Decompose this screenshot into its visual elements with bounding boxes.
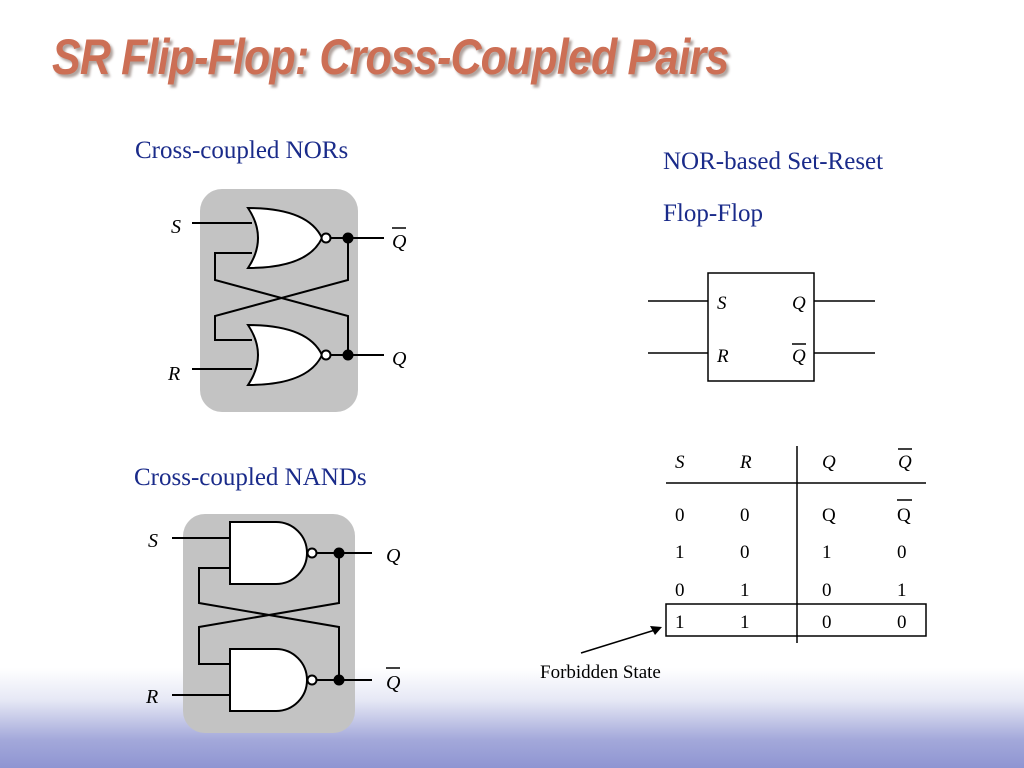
nand-label-s: S xyxy=(148,530,158,552)
forbidden-arrow-head xyxy=(650,626,662,635)
sr-block xyxy=(648,272,875,382)
nand-label-qbar: Q xyxy=(386,672,401,694)
slide-title: SR Flip-Flop: Cross-Coupled Pairs xyxy=(52,29,729,85)
nor-bubble-top xyxy=(320,232,332,244)
block-heading-line1: NOR-based Set-Reset xyxy=(663,148,884,175)
forbidden-arrow-line xyxy=(580,629,656,654)
nor-label-r: R xyxy=(167,363,180,385)
nor-junction-bottom xyxy=(342,349,354,361)
tt-header-qbar: Q xyxy=(898,452,912,473)
forbidden-row-box xyxy=(665,603,927,637)
tt-cell: 1 xyxy=(675,612,685,633)
sr-block-pin-q: Q xyxy=(792,293,806,314)
nor-gate-top xyxy=(246,206,324,270)
nand-junction-top xyxy=(333,547,345,559)
tt-cell: 0 xyxy=(897,542,907,563)
sr-block-pin-r: R xyxy=(716,346,729,367)
tt-cell: 1 xyxy=(740,580,750,601)
tt-cell: 1 xyxy=(740,612,750,633)
tt-cell: Q xyxy=(822,505,836,526)
nor-label-q: Q xyxy=(392,348,407,370)
nor-junction-top xyxy=(342,232,354,244)
nor-feedback-top-to-bottom xyxy=(214,238,349,341)
nor-heading: Cross-coupled NORs xyxy=(135,137,349,164)
tt-cell: Q xyxy=(897,505,911,526)
nor-gate-bottom xyxy=(246,323,324,387)
tt-cell: 0 xyxy=(822,580,832,601)
tt-cell: 1 xyxy=(897,580,907,601)
sr-block-pin-qbar: Q xyxy=(792,346,806,367)
nand-label-q: Q xyxy=(386,545,401,567)
tt-cell: 1 xyxy=(675,542,685,563)
nand-bubble-bottom xyxy=(306,674,318,686)
tt-cell: 0 xyxy=(675,505,685,526)
nand-diagram xyxy=(172,514,372,733)
tt-cell: 0 xyxy=(740,542,750,563)
tt-cell: 0 xyxy=(822,612,832,633)
sr-block-box xyxy=(707,272,815,382)
nor-label-qbar: Q xyxy=(392,231,407,253)
nor-bubble-bottom xyxy=(320,349,332,361)
nor-feedback-bottom-to-top xyxy=(214,252,349,355)
nand-heading: Cross-coupled NANDs xyxy=(134,464,367,491)
tt-cell: 0 xyxy=(897,612,907,633)
forbidden-state-label: Forbidden State xyxy=(540,662,661,683)
nand-gate-bottom xyxy=(229,648,308,712)
nor-diagram xyxy=(192,189,384,412)
nor-label-s: S xyxy=(171,216,181,238)
nand-label-r: R xyxy=(145,686,158,708)
truth-table xyxy=(580,446,927,654)
tt-cell: 1 xyxy=(822,542,832,563)
tt-header-q: Q xyxy=(822,452,836,473)
tt-header-r: R xyxy=(739,452,752,473)
nand-junction-bottom xyxy=(333,674,345,686)
nand-gate-top xyxy=(229,521,308,585)
nand-feedback-bottom-to-top xyxy=(198,567,340,680)
nand-feedback-top-to-bottom xyxy=(198,553,340,665)
sr-block-pin-s: S xyxy=(717,293,727,314)
tt-cell: 0 xyxy=(740,505,750,526)
tt-cell: 0 xyxy=(675,580,685,601)
block-heading-line2: Flop-Flop xyxy=(663,200,764,227)
tt-header-s: S xyxy=(675,452,685,473)
nand-bubble-top xyxy=(306,547,318,559)
